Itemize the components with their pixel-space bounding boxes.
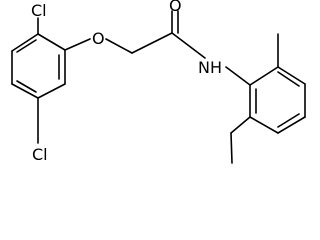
bond — [249, 116, 279, 134]
bond — [131, 32, 173, 54]
bond — [16, 80, 37, 93]
bond — [105, 38, 133, 54]
cl-top-label: Cl — [31, 1, 47, 20]
bond — [171, 32, 206, 59]
chemical-structure-canvas: Cl Cl O O NH — [11, 0, 306, 164]
bond — [249, 66, 279, 86]
cl-bottom-label: Cl — [32, 145, 48, 164]
bond — [225, 66, 251, 86]
bond — [37, 83, 66, 99]
bond — [277, 71, 300, 87]
bond — [16, 39, 37, 53]
bond — [64, 38, 91, 51]
amide-nitrogen-label: NH — [198, 58, 222, 77]
molecule-diagram: Cl Cl O O NH — [11, 0, 306, 164]
bond — [277, 113, 300, 128]
bond — [230, 116, 251, 134]
ether-oxygen-label: O — [92, 29, 105, 48]
bond — [37, 33, 66, 51]
bond — [230, 132, 233, 164]
bond — [277, 66, 306, 85]
bond — [11, 33, 39, 52]
atom-label-group: Cl Cl O O NH — [31, 0, 222, 164]
bond — [11, 83, 39, 99]
bond-group — [11, 10, 306, 164]
carbonyl-oxygen-label: O — [169, 0, 182, 15]
bond — [277, 116, 306, 134]
